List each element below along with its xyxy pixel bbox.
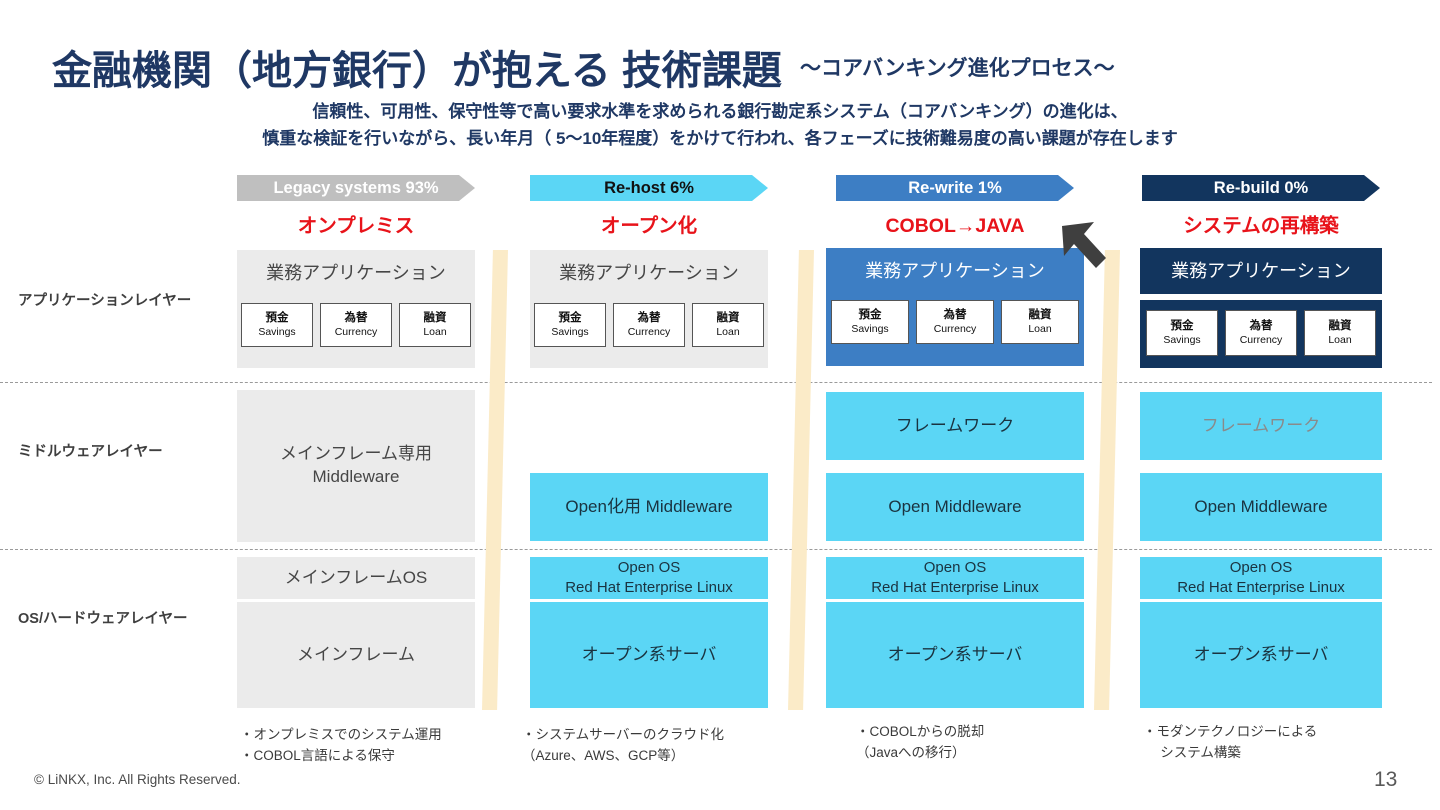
module-label-en: Savings	[851, 322, 889, 335]
row-label-os-hardware-layer: OS/ハードウェアレイヤー	[18, 611, 188, 627]
phase-name-legacy: オンプレミス	[297, 215, 415, 237]
module-label-jp: 為替	[1249, 320, 1273, 333]
caption-rewrite: ・COBOLからの脱却 （Javaへの移行）	[856, 722, 984, 764]
module-label-en: Loan	[423, 325, 447, 338]
module-label-en: Loan	[1028, 322, 1052, 335]
caption-line-1: ・COBOLからの脱却	[856, 724, 985, 739]
page-number: 13	[1374, 768, 1398, 791]
module-label-jp: 為替	[637, 312, 661, 325]
module-label-jp: 預金	[858, 309, 882, 322]
caption-legacy: ・オンプレミスでのシステム運用 ・COBOL言語による保守	[240, 725, 442, 767]
app-title-rewrite: 業務アプリケーション	[826, 248, 1084, 294]
divider-middleware-os	[0, 549, 1432, 550]
os-top-rehost: Open OS Red Hat Enterprise Linux	[530, 557, 768, 599]
module-label-en: Savings	[1163, 333, 1201, 346]
app-module-currency-legacy[interactable]: 為替 Currency	[320, 303, 392, 347]
caption-line-1: ・オンプレミスでのシステム運用	[240, 727, 442, 742]
module-label-en: Savings	[551, 325, 589, 338]
app-module-loan-rebuild[interactable]: 融資 Loan	[1304, 310, 1376, 356]
lead-text-line-1: 信頼性、可用性、保守性等で高い要求水準を求められる銀行勘定系システム（コアバンキ…	[312, 102, 1128, 121]
module-label-en: Currency	[933, 322, 977, 335]
module-label-en: Loan	[716, 325, 740, 338]
caption-line-2: （Azure、AWS、GCP等）	[522, 747, 685, 763]
os-bottom-rehost: オープン系サーバ	[530, 602, 768, 708]
app-module-savings-rewrite[interactable]: 預金 Savings	[831, 300, 909, 344]
phase-name-rewrite: COBOL→JAVA	[885, 215, 1025, 237]
row-label-application-layer: アプリケーションレイヤー	[18, 293, 192, 309]
module-label-jp: 融資	[1328, 320, 1352, 333]
app-title-rehost: 業務アプリケーション	[530, 250, 768, 296]
app-title-legacy: 業務アプリケーション	[237, 250, 475, 296]
footer-copyright: © LiNKX, Inc. All Rights Reserved.	[34, 772, 241, 787]
caption-line-1: ・モダンテクノロジーによる	[1143, 724, 1318, 739]
caption-line-2: ・COBOL言語による保守	[240, 747, 395, 763]
middleware-full-legacy: メインフレーム専用 Middleware	[237, 390, 475, 542]
app-title-rebuild: 業務アプリケーション	[1140, 248, 1382, 294]
caption-line-2: （Javaへの移行）	[856, 744, 966, 760]
phase-banner-rebuild[interactable]: Re-build 0%	[1142, 175, 1380, 201]
divider-app-middleware	[0, 382, 1432, 383]
page-subtitle: ～コアバンキング進化プロセス～	[800, 57, 1115, 80]
os-top-rewrite: Open OS Red Hat Enterprise Linux	[826, 557, 1084, 599]
row-label-middleware-layer: ミドルウェアレイヤー	[18, 444, 163, 460]
page-title: 金融機関（地方銀行）が抱える 技術課題	[52, 49, 782, 93]
middleware-top-rebuild: フレームワーク	[1140, 392, 1382, 460]
app-module-currency-rewrite[interactable]: 為替 Currency	[916, 300, 994, 344]
slide-header: 金融機関（地方銀行）が抱える 技術課題 ～コアバンキング進化プロセス～ 信頼性、…	[0, 0, 1440, 160]
middleware-bottom-rehost: Open化用 Middleware	[530, 473, 768, 541]
module-label-en: Savings	[258, 325, 296, 338]
app-module-currency-rehost[interactable]: 為替 Currency	[613, 303, 685, 347]
middleware-top-rewrite: フレームワーク	[826, 392, 1084, 460]
os-bottom-rebuild: オープン系サーバ	[1140, 602, 1382, 708]
module-label-jp: 預金	[1170, 320, 1194, 333]
os-top-rebuild: Open OS Red Hat Enterprise Linux	[1140, 557, 1382, 599]
caption-line-1: ・システムサーバーのクラウド化	[522, 727, 724, 742]
caption-line-2: システム構築	[1143, 744, 1241, 760]
phase-name-rehost: オープン化	[600, 215, 698, 237]
caption-rehost: ・システムサーバーのクラウド化 （Azure、AWS、GCP等）	[522, 725, 724, 767]
app-module-loan-rehost[interactable]: 融資 Loan	[692, 303, 764, 347]
app-module-savings-legacy[interactable]: 預金 Savings	[241, 303, 313, 347]
app-module-savings-rehost[interactable]: 預金 Savings	[534, 303, 606, 347]
os-bottom-legacy: メインフレーム	[237, 602, 475, 708]
middleware-bottom-rewrite: Open Middleware	[826, 473, 1084, 541]
phase-banner-rehost[interactable]: Re-host 6%	[530, 175, 768, 201]
os-bottom-rewrite: オープン系サーバ	[826, 602, 1084, 708]
module-label-jp: 融資	[423, 312, 447, 325]
module-label-jp: 融資	[716, 312, 740, 325]
app-module-loan-legacy[interactable]: 融資 Loan	[399, 303, 471, 347]
module-label-jp: 為替	[943, 309, 967, 322]
os-top-legacy: メインフレームOS	[237, 557, 475, 599]
app-module-currency-rebuild[interactable]: 為替 Currency	[1225, 310, 1297, 356]
phase-banner-rewrite[interactable]: Re-write 1%	[836, 175, 1074, 201]
module-label-jp: 預金	[558, 312, 582, 325]
module-label-en: Loan	[1328, 333, 1352, 346]
phase-banner-legacy[interactable]: Legacy systems 93%	[237, 175, 475, 201]
module-label-en: Currency	[334, 325, 378, 338]
app-module-loan-rewrite[interactable]: 融資 Loan	[1001, 300, 1079, 344]
module-label-en: Currency	[627, 325, 671, 338]
module-label-en: Currency	[1239, 333, 1283, 346]
module-label-jp: 為替	[344, 312, 368, 325]
app-module-savings-rebuild[interactable]: 預金 Savings	[1146, 310, 1218, 356]
module-label-jp: 融資	[1028, 309, 1052, 322]
module-label-jp: 預金	[265, 312, 289, 325]
caption-rebuild: ・モダンテクノロジーによる システム構築	[1143, 722, 1317, 764]
phase-name-rebuild: システムの再構築	[1183, 215, 1339, 237]
lead-text-line-2: 慎重な検証を行いながら、長い年月（ 5～10年程度）をかけて行われ、各フェーズに…	[262, 129, 1178, 148]
cursor-arrow-icon	[1062, 222, 1106, 268]
middleware-bottom-rebuild: Open Middleware	[1140, 473, 1382, 541]
